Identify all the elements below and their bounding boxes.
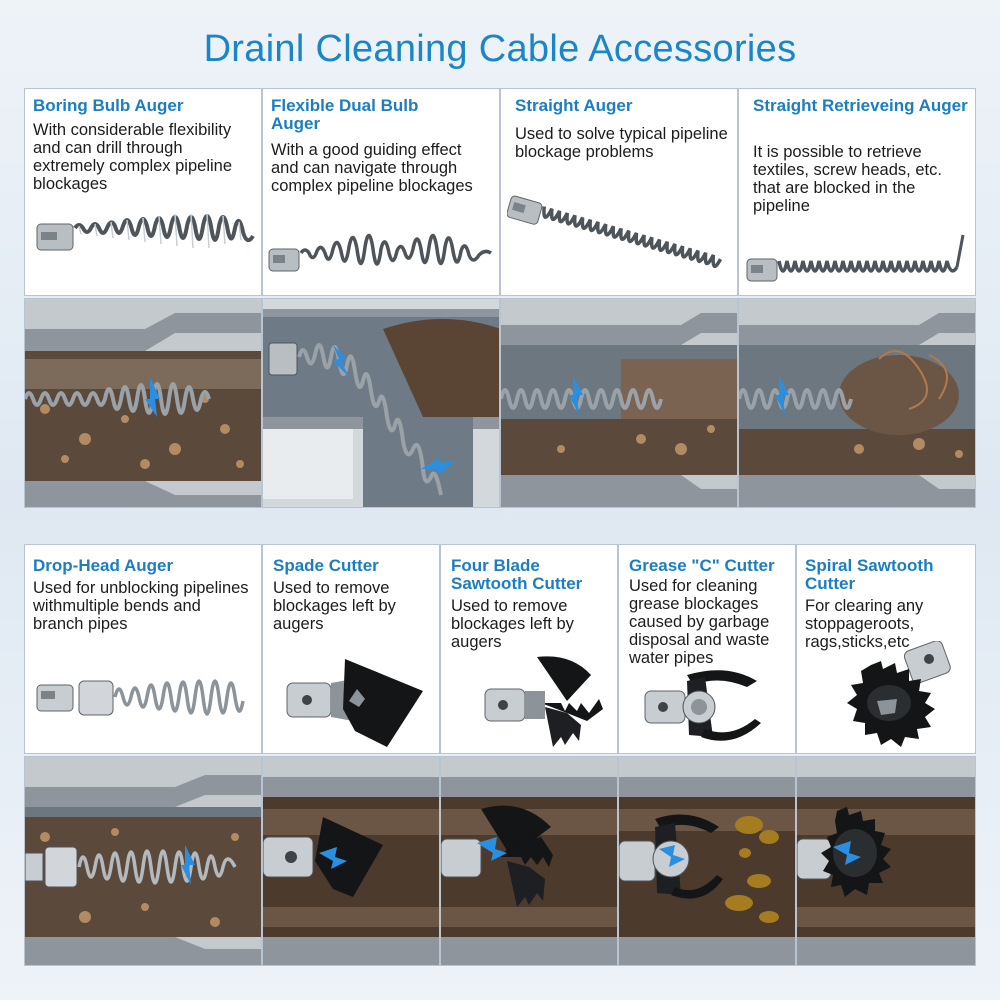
product-name: Boring Bulb Auger xyxy=(33,96,184,115)
scene-grease-c-cutter xyxy=(618,756,796,966)
card-boring-bulb-auger: Boring Bulb Auger With considerable flex… xyxy=(24,88,262,296)
card-flexible-dual-bulb-auger: Flexible Dual Bulb Auger With a good gui… xyxy=(262,88,500,296)
product-name: Grease "C" Cutter xyxy=(629,556,775,575)
grease-c-cutter-icon xyxy=(644,670,761,741)
card-grease-c-cutter: Grease "C" Cutter Used for cleaning grea… xyxy=(618,544,796,754)
scene-spiral-sawtooth-cutter xyxy=(796,756,976,966)
card-drop-head-auger: Drop-Head Auger Used for unblocking pipe… xyxy=(24,544,262,754)
scene-boring-bulb-auger xyxy=(24,298,262,508)
page-title: Drainl Cleaning Cable Accessories xyxy=(203,28,797,70)
product-name: Spiral Sawtooth Cutter xyxy=(805,556,934,593)
four-blade-cutter-icon xyxy=(484,656,603,747)
product-description: With considerable flexibility and can dr… xyxy=(33,121,233,193)
card-spade-cutter: Spade Cutter Used to remove blockages le… xyxy=(262,544,440,754)
spiral-sawtooth-cutter-icon xyxy=(847,641,951,747)
spade-cutter-icon xyxy=(286,659,423,747)
retrieving-auger-icon xyxy=(746,234,965,282)
card-straight-auger: Straight Auger Used to solve typical pip… xyxy=(500,88,738,296)
straight-auger-icon xyxy=(507,195,723,268)
product-description: Used to remove blockages left by augers xyxy=(451,597,574,651)
dual-bulb-auger-icon xyxy=(268,233,492,272)
card-four-blade-sawtooth-cutter: Four Blade Sawtooth Cutter Used to remov… xyxy=(440,544,618,754)
scene-four-blade-cutter xyxy=(440,756,618,966)
product-name: Spade Cutter xyxy=(273,556,379,575)
product-description: Used to solve typical pipeline blockage … xyxy=(515,125,728,161)
product-description: With a good guiding effect and can navig… xyxy=(271,141,473,195)
scene-drop-head-auger xyxy=(24,756,262,966)
product-name: Drop-Head Auger xyxy=(33,556,174,575)
card-spiral-sawtooth-cutter: Spiral Sawtooth Cutter For clearing any … xyxy=(796,544,976,754)
product-name: Four Blade Sawtooth Cutter xyxy=(451,556,583,593)
scene-dual-bulb-auger xyxy=(262,298,500,508)
product-description: Used to remove blockages left by augers xyxy=(273,579,396,633)
card-straight-retrieving-auger: Straight Retrieveing Auger It is possibl… xyxy=(738,88,976,296)
product-name: Flexible Dual Bulb Auger xyxy=(271,96,419,133)
product-description: For clearing any stoppageroots, rags,sti… xyxy=(805,597,924,651)
product-name: Straight Auger xyxy=(515,96,633,115)
boring-bulb-auger-image xyxy=(36,213,255,251)
scene-straight-auger xyxy=(500,298,738,508)
product-name: Straight Retrieveing Auger xyxy=(753,96,968,115)
product-description: It is possible to retrieve textiles, scr… xyxy=(753,143,942,215)
product-description: Used for cleaning grease blockages cause… xyxy=(629,577,770,667)
scene-retrieving-auger xyxy=(738,298,976,508)
product-description: Used for unblocking pipelines withmultip… xyxy=(33,579,249,633)
drop-head-auger-icon xyxy=(36,679,245,716)
scene-spade-cutter xyxy=(262,756,440,966)
